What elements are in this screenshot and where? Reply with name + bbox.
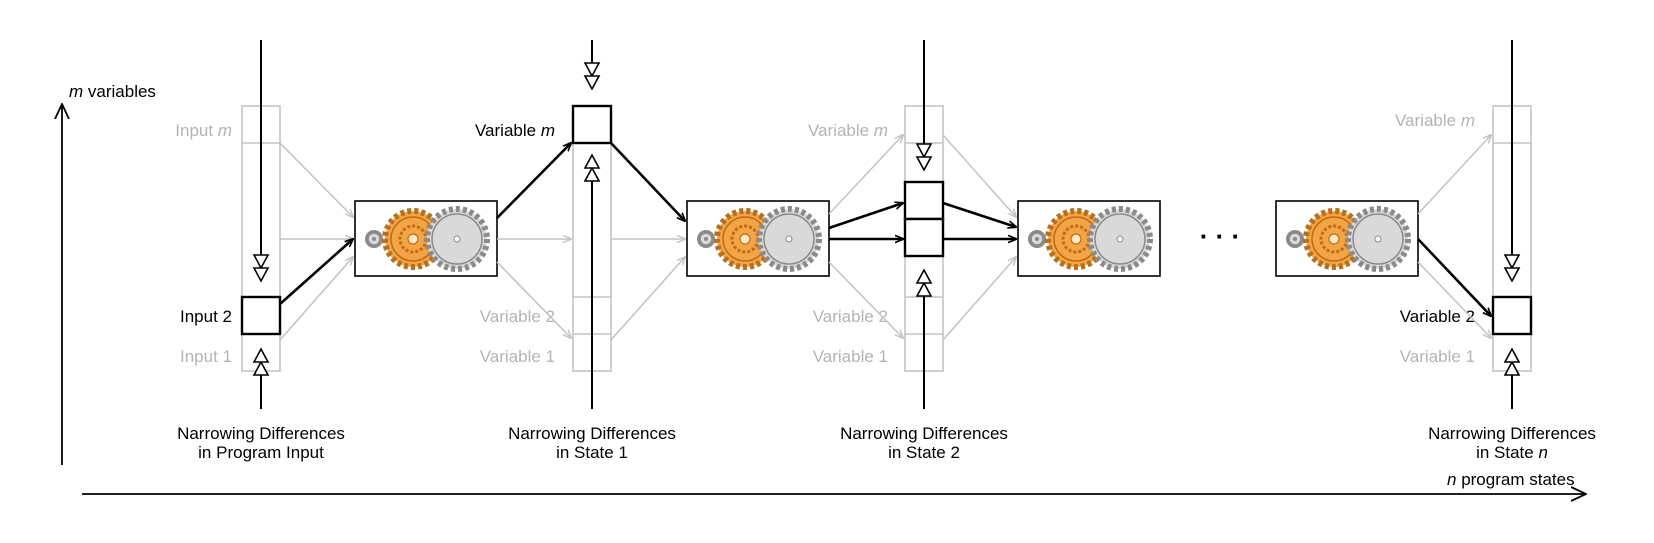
variable-1-label: Variable 1: [480, 347, 555, 366]
highlighted-variable: [903, 217, 945, 258]
column-caption-sub: in State 2: [888, 443, 960, 462]
column-program-input: Input m Input 2 Input 1 Narrowing Differ…: [175, 40, 345, 462]
highlighted-variable: [240, 295, 282, 336]
column-state-1: Variable m Variable 2 Variable 1 Narrowi…: [475, 40, 676, 462]
highlighted-arrows: [279, 143, 1491, 316]
variable-m-label: Variable m: [808, 121, 888, 140]
highlighted-variable: [903, 180, 945, 221]
variable-1-label: Variable 1: [1400, 347, 1475, 366]
column-caption: Narrowing Differences: [1428, 424, 1596, 443]
ellipsis: · · ·: [1200, 221, 1240, 251]
column-state-n: Variable m Variable 2 Variable 1 Narrowi…: [1395, 40, 1596, 462]
gear-icon: [687, 201, 829, 276]
input-1-label: Input 1: [180, 347, 232, 366]
faded-arrows: [279, 135, 1491, 341]
variable-m-label: Variable m: [1395, 111, 1475, 130]
variable-2-label: Variable 2: [480, 307, 555, 326]
column-caption-sub: in State n: [1476, 443, 1548, 462]
gear-icon: [1276, 201, 1418, 276]
input-2-label: Input 2: [180, 307, 232, 326]
x-axis-label: n program states: [1447, 470, 1575, 489]
variable-1-label: Variable 1: [813, 347, 888, 366]
variable-m-label: Variable m: [475, 121, 555, 140]
column-caption: Narrowing Differences: [177, 424, 345, 443]
column-caption-sub: in State 1: [556, 443, 628, 462]
highlighted-variable: [571, 104, 613, 145]
gear-icon: [1018, 201, 1160, 276]
gear-icon: [355, 201, 497, 276]
column-caption-sub: in Program Input: [198, 443, 324, 462]
variable-2-label: Variable 2: [1400, 307, 1475, 326]
variable-2-label: Variable 2: [813, 307, 888, 326]
column-caption: Narrowing Differences: [508, 424, 676, 443]
highlighted-variable: [1491, 295, 1533, 336]
column-caption: Narrowing Differences: [840, 424, 1008, 443]
y-axis-label: m variables: [69, 82, 156, 101]
column-state-2: Variable m Variable 2 Variable 1 Narrowi…: [808, 40, 1008, 462]
input-m-label: Input m: [175, 121, 232, 140]
